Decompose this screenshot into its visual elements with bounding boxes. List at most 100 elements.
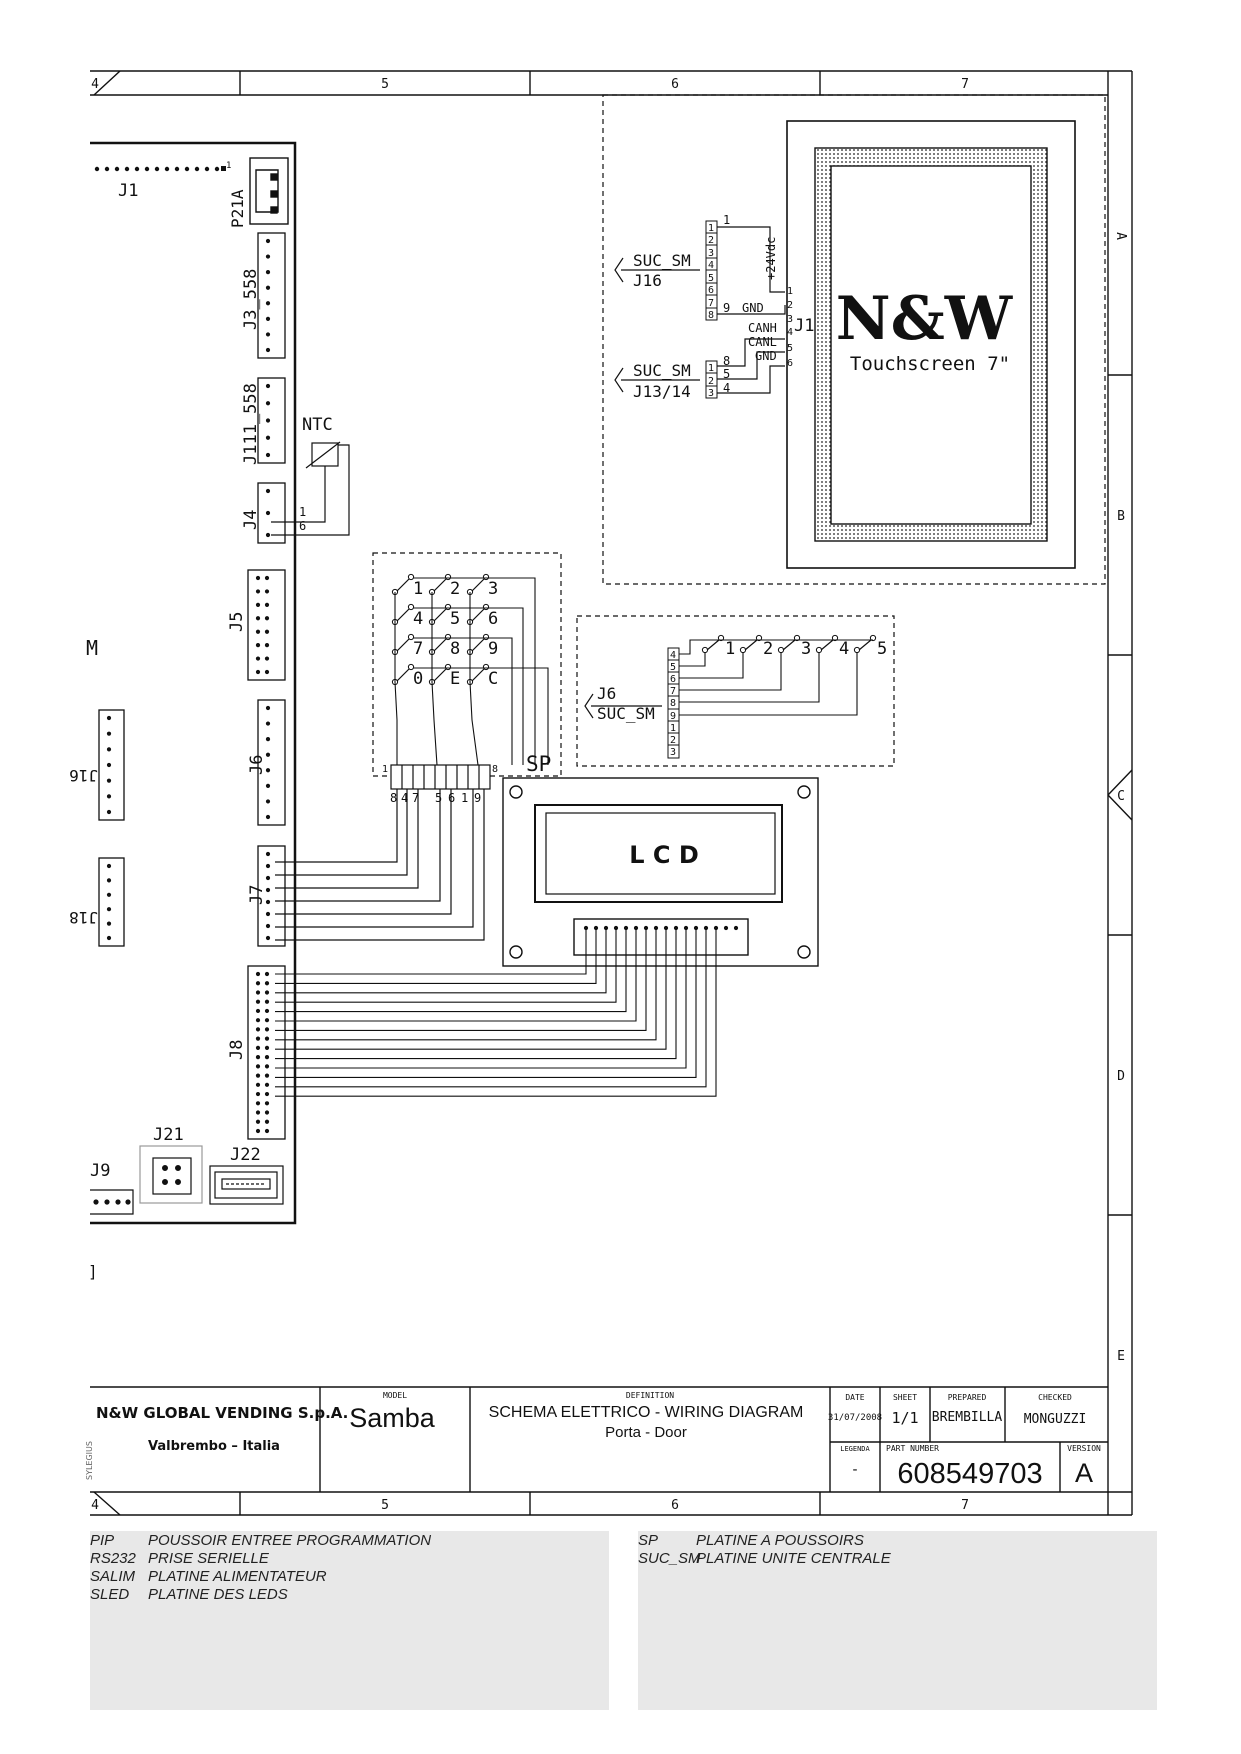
lcd-wire bbox=[275, 928, 597, 984]
leds-connector bbox=[667, 647, 680, 759]
svg-text:J16: J16 bbox=[69, 766, 98, 785]
j4-pin-numbers: 1 6 bbox=[299, 505, 306, 533]
svg-text:J13/14: J13/14 bbox=[633, 382, 691, 401]
svg-text:CANL: CANL bbox=[748, 335, 777, 349]
svg-text:LEGENDA: LEGENDA bbox=[840, 1445, 870, 1453]
connector-pin bbox=[265, 488, 271, 494]
svg-text:J21: J21 bbox=[153, 1125, 184, 1145]
switch-blade bbox=[706, 639, 720, 651]
connector-pin bbox=[255, 999, 261, 1004]
lcd-wire bbox=[275, 928, 687, 1069]
svg-text:J16: J16 bbox=[633, 271, 662, 290]
lcd-wire bbox=[275, 928, 647, 1031]
connector-pin bbox=[255, 971, 261, 977]
lcd-wire bbox=[275, 928, 697, 1078]
svg-text:MODEL: MODEL bbox=[383, 1391, 407, 1400]
suc-sm-j16-arrow bbox=[614, 257, 700, 393]
frame-labels: 4 5 6 7 4 5 6 7 A B C D E bbox=[91, 77, 1128, 1513]
connector-pin bbox=[106, 935, 112, 941]
key-label: 1 bbox=[413, 579, 423, 599]
svg-text:4: 4 bbox=[708, 260, 714, 271]
connector-pin bbox=[264, 643, 270, 648]
connector-pin bbox=[264, 1073, 270, 1078]
screen-wires bbox=[717, 226, 786, 394]
connector-pin bbox=[265, 435, 271, 440]
board-connector-labels: J3_558 J111_558 J4 J5 J6 J7 J8 J21 J22 J… bbox=[69, 269, 267, 1281]
svg-text:6: 6 bbox=[787, 358, 793, 369]
connector-pin bbox=[106, 809, 112, 815]
connector-pin bbox=[255, 1110, 261, 1115]
switch-contact bbox=[831, 634, 839, 642]
part-number: 608549703 bbox=[897, 1458, 1042, 1490]
drawing-frame bbox=[90, 70, 1133, 1516]
connector-pin bbox=[255, 1091, 261, 1097]
svg-text:3: 3 bbox=[670, 747, 676, 758]
svg-text:J8: J8 bbox=[227, 1040, 247, 1060]
header-pin bbox=[144, 166, 150, 172]
connector-pin bbox=[106, 747, 112, 752]
led-wire bbox=[679, 652, 782, 691]
legenda-value: - bbox=[853, 1461, 858, 1478]
connector-pin bbox=[265, 705, 271, 711]
svg-text:7: 7 bbox=[670, 686, 676, 697]
connector-pin bbox=[265, 238, 271, 244]
header-pin bbox=[134, 166, 140, 172]
connector-pin bbox=[106, 921, 112, 926]
ntc-sensor: NTC bbox=[271, 415, 350, 536]
j22-usb-connector bbox=[209, 1165, 284, 1205]
j16-connector bbox=[705, 220, 718, 321]
connector-pin bbox=[255, 575, 261, 581]
svg-text:J6: J6 bbox=[247, 755, 267, 775]
key-switch bbox=[471, 578, 485, 592]
connector-pin bbox=[255, 643, 261, 648]
connector-pin bbox=[255, 656, 261, 661]
connector-pin bbox=[265, 532, 271, 538]
connector-pin bbox=[106, 863, 112, 869]
svg-text:J9: J9 bbox=[90, 1161, 110, 1181]
key-label: C bbox=[488, 669, 498, 689]
svg-text:1: 1 bbox=[708, 223, 714, 234]
connector-pin bbox=[265, 270, 271, 275]
lcd-wire bbox=[275, 928, 607, 994]
svg-text:9: 9 bbox=[474, 791, 481, 805]
svg-text:4: 4 bbox=[401, 791, 408, 805]
keypad-column-wire bbox=[469, 592, 479, 766]
legend-panel-left bbox=[90, 1531, 609, 1710]
key-label: 0 bbox=[413, 669, 423, 689]
svg-text:2: 2 bbox=[708, 235, 714, 246]
connector-pin bbox=[265, 768, 271, 773]
keypad-column-wire bbox=[431, 592, 438, 766]
column-label: 4 bbox=[91, 77, 99, 92]
p21a-connector: P21A bbox=[228, 157, 289, 228]
connector-pin bbox=[106, 731, 112, 736]
led-wire bbox=[679, 652, 858, 716]
key-switch bbox=[396, 578, 410, 592]
connector-pin bbox=[264, 629, 270, 634]
switch-contact bbox=[701, 646, 709, 654]
sheet-value: 1/1 bbox=[891, 1409, 918, 1427]
svg-text:]: ] bbox=[88, 1262, 98, 1281]
lcd-wire bbox=[275, 928, 677, 1060]
connector-pin bbox=[265, 332, 271, 337]
key-switch bbox=[396, 638, 410, 652]
connector-pin bbox=[264, 1082, 270, 1087]
connector-pin bbox=[255, 1018, 261, 1023]
connector-pin bbox=[265, 863, 271, 869]
j3-558-connector bbox=[257, 232, 286, 359]
switch-contact bbox=[777, 646, 785, 654]
definition-line2: Porta - Door bbox=[605, 1424, 687, 1441]
j16-board-connector-body bbox=[98, 709, 125, 821]
company-location: Valbrembo – Italia bbox=[148, 1439, 280, 1454]
svg-text:CHECKED: CHECKED bbox=[1038, 1393, 1072, 1402]
touchscreen-7-inch: N&W Touchscreen 7" bbox=[786, 120, 1076, 569]
header-pin bbox=[204, 166, 210, 172]
column-label: 7 bbox=[961, 1498, 969, 1513]
svg-text:5: 5 bbox=[435, 791, 442, 805]
key-label: 4 bbox=[413, 609, 423, 629]
column-label: 6 bbox=[671, 77, 679, 92]
j18-board-connector-body bbox=[98, 857, 125, 947]
prepared-value: BREMBILLA bbox=[932, 1410, 1003, 1425]
key-label: 9 bbox=[488, 639, 498, 659]
svg-text:P21A: P21A bbox=[228, 189, 247, 228]
leds-suc-arrow: J6 SUC_SM bbox=[584, 684, 662, 723]
